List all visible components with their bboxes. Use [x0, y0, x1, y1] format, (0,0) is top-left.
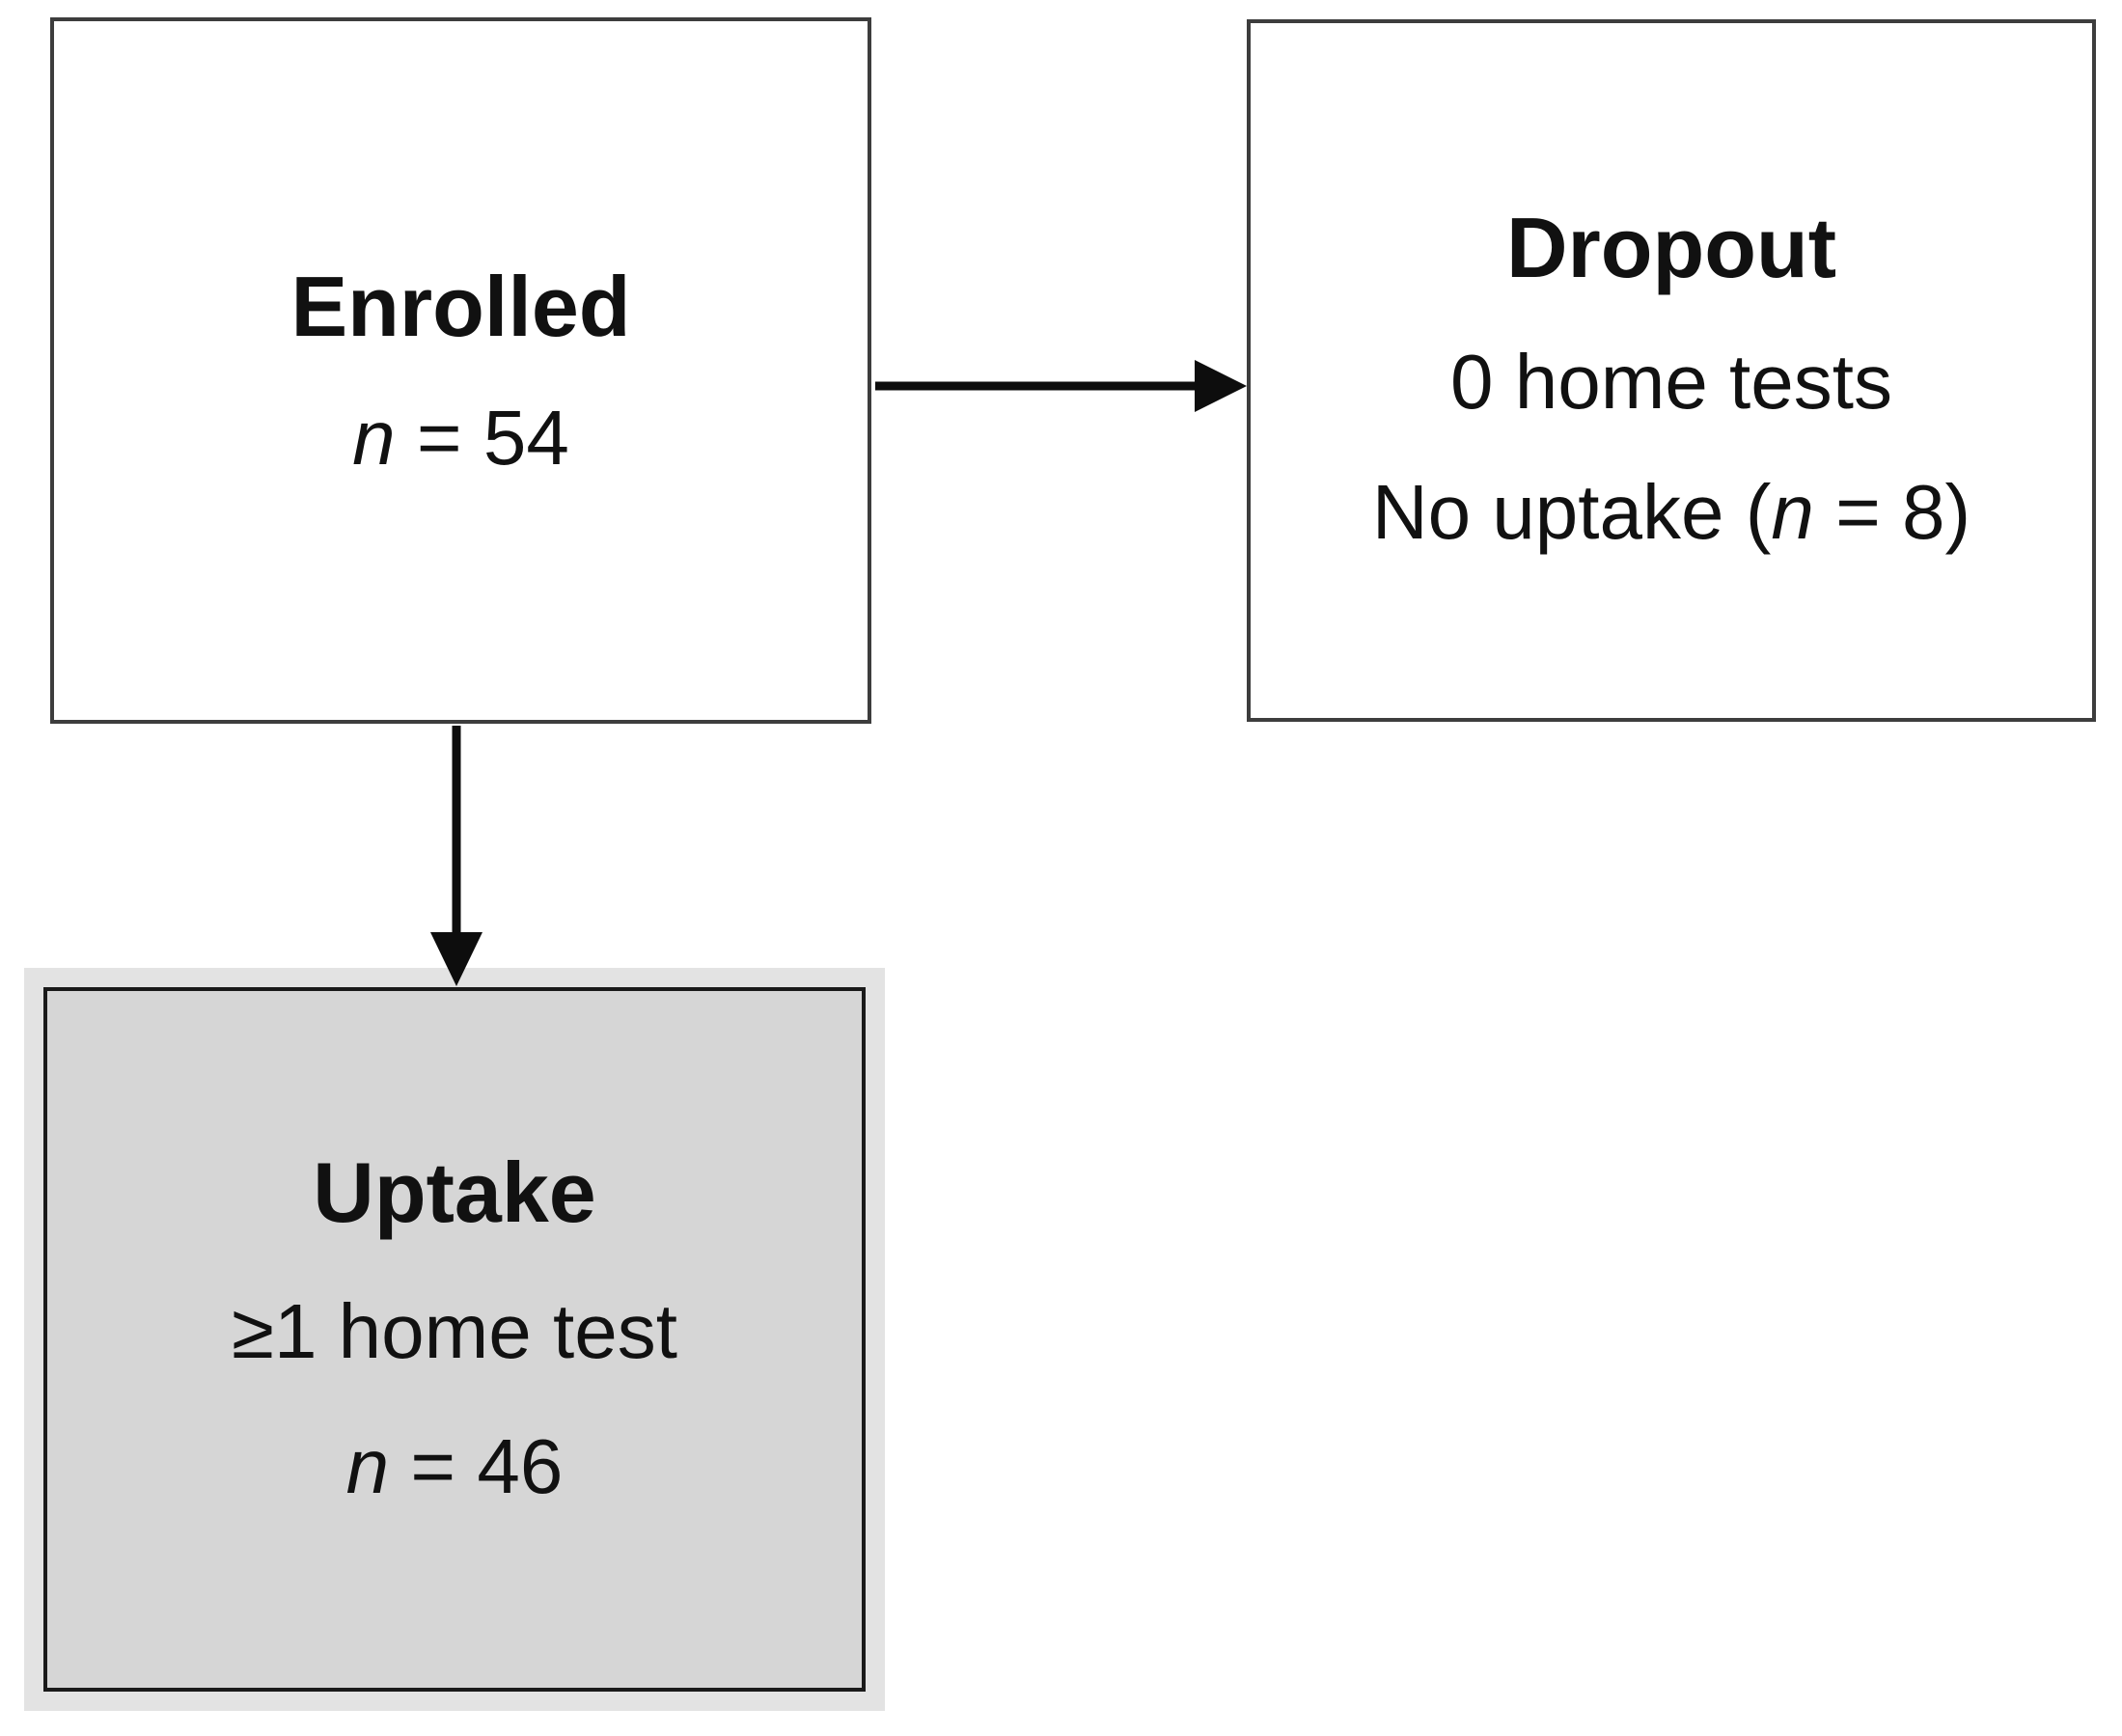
uptake-line1: ≥1 home test [232, 1288, 677, 1374]
dropout-line2-post: = 8) [1813, 469, 1971, 555]
enrolled-count-n: n [352, 395, 396, 481]
uptake-line2-n: n [345, 1423, 390, 1509]
arrowhead-down-icon [430, 932, 482, 986]
dropout-line2-pre: No uptake ( [1371, 469, 1772, 555]
uptake-title: Uptake [313, 1144, 596, 1240]
dropout-line2-n: n [1771, 469, 1814, 555]
enrolled-count-post: = 54 [395, 395, 569, 481]
dropout-box: Dropout 0 home tests No uptake (n = 8) [1247, 19, 2096, 722]
arrowhead-right-icon [1195, 360, 1247, 412]
enrolled-box: Enrolled n = 54 [50, 17, 871, 724]
dropout-line1: 0 home tests [1449, 339, 1892, 425]
uptake-line2: n = 46 [346, 1428, 564, 1505]
enrolled-count-line: n = 54 [352, 400, 569, 477]
uptake-box: Uptake ≥1 home test n = 46 [43, 987, 866, 1692]
arrow-enrolled-to-uptake [430, 726, 482, 986]
dropout-title: Dropout [1505, 200, 1837, 295]
dropout-line2: No uptake (n = 8) [1372, 474, 1970, 551]
arrow-enrolled-to-dropout [875, 360, 1247, 412]
uptake-line2-post: = 46 [389, 1423, 564, 1509]
enrolled-title: Enrolled [290, 259, 631, 354]
